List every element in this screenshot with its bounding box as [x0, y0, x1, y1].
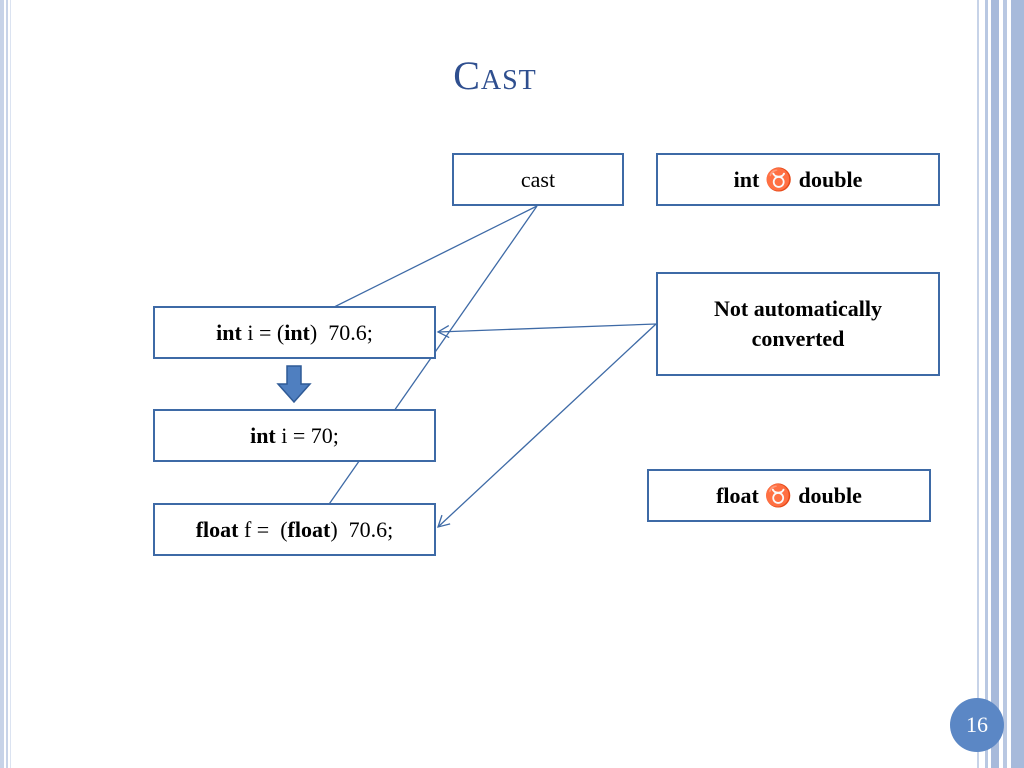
- int-result-code-box: int i = 70;: [153, 409, 436, 462]
- not-automatically-converted-label: Not automatically converted: [713, 296, 883, 351]
- arrow-notauto-to-int-cast: [436, 323, 657, 339]
- right-border-stripe: [991, 0, 999, 768]
- int-cast-code-box: int i = (int) 70.6;: [153, 306, 436, 359]
- code-keyword: int: [284, 319, 310, 345]
- down-arrow-icon: [276, 365, 312, 404]
- right-border-stripe: [1011, 0, 1024, 768]
- cast-label: cast: [520, 166, 556, 192]
- arrow-cast-to-float-cast: [317, 205, 538, 522]
- code-text: ) 70.6;: [309, 319, 373, 345]
- code-keyword: float: [287, 516, 331, 542]
- double-keyword: double: [798, 166, 863, 192]
- code-keyword: int: [216, 319, 242, 345]
- double-keyword: double: [798, 482, 862, 508]
- slide-title: Cast: [453, 53, 537, 98]
- cast-box: cast: [452, 153, 624, 206]
- code-keyword: int: [250, 422, 276, 448]
- float-double-box: float ♉ double: [647, 469, 931, 522]
- code-text: f = (: [238, 516, 288, 542]
- page-number-badge: 16: [950, 698, 1004, 752]
- code-text: ) 70.6;: [330, 516, 394, 542]
- page-number: 16: [966, 712, 988, 737]
- arrow-notauto-to-float-cast: [437, 323, 657, 528]
- taurus-symbol-icon: ♉: [765, 166, 793, 192]
- float-keyword: float: [716, 482, 759, 508]
- right-border-stripe: [985, 0, 988, 768]
- int-keyword: int: [733, 166, 760, 192]
- right-border-stripe: [977, 0, 979, 768]
- left-border-decoration: [0, 0, 14, 768]
- float-cast-code-box: float f = (float) 70.6;: [153, 503, 436, 556]
- int-double-box: int ♉ double: [656, 153, 940, 206]
- not-automatically-converted-box: Not automatically converted: [656, 272, 940, 376]
- taurus-symbol-icon: ♉: [764, 482, 793, 508]
- code-text: i = (: [241, 319, 285, 345]
- code-text: i = 70;: [275, 422, 339, 448]
- code-keyword: float: [195, 516, 239, 542]
- right-border-stripe: [1003, 0, 1007, 768]
